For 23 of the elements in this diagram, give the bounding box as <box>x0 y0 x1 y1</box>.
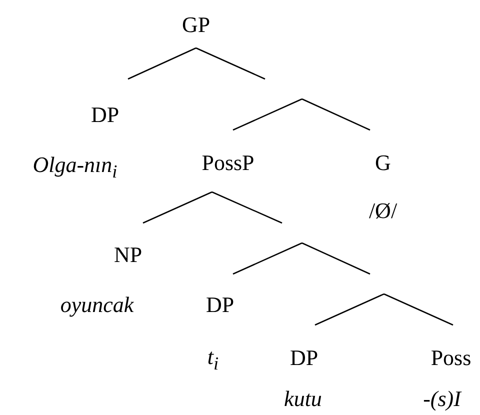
category-label: GP <box>180 12 212 38</box>
tree-branch <box>128 47 196 80</box>
tree-branch <box>212 191 282 224</box>
tree-branch <box>232 98 302 131</box>
phonological-form: /Ø/ <box>368 198 398 224</box>
word-label: -(s)I <box>422 386 463 412</box>
tree-branch <box>142 191 212 224</box>
category-label: DP <box>90 102 120 128</box>
word-label: kutu <box>283 386 323 412</box>
word-label: Olga-nın$_{i}$ <box>32 152 118 184</box>
category-label: NP <box>112 242 144 268</box>
word-label: oyuncak <box>59 292 135 318</box>
word-label: t$_{i}$ <box>206 344 220 376</box>
category-label: DP <box>288 345 320 371</box>
tree-branch <box>196 47 266 80</box>
category-label: Poss <box>430 345 472 371</box>
tree-branch <box>232 242 302 275</box>
tree-branch <box>384 293 454 326</box>
tree-branch <box>302 98 370 131</box>
category-label: DP <box>204 292 236 318</box>
category-label: G <box>374 150 392 176</box>
category-label: PossP <box>200 150 256 176</box>
tree-branch <box>314 293 384 326</box>
